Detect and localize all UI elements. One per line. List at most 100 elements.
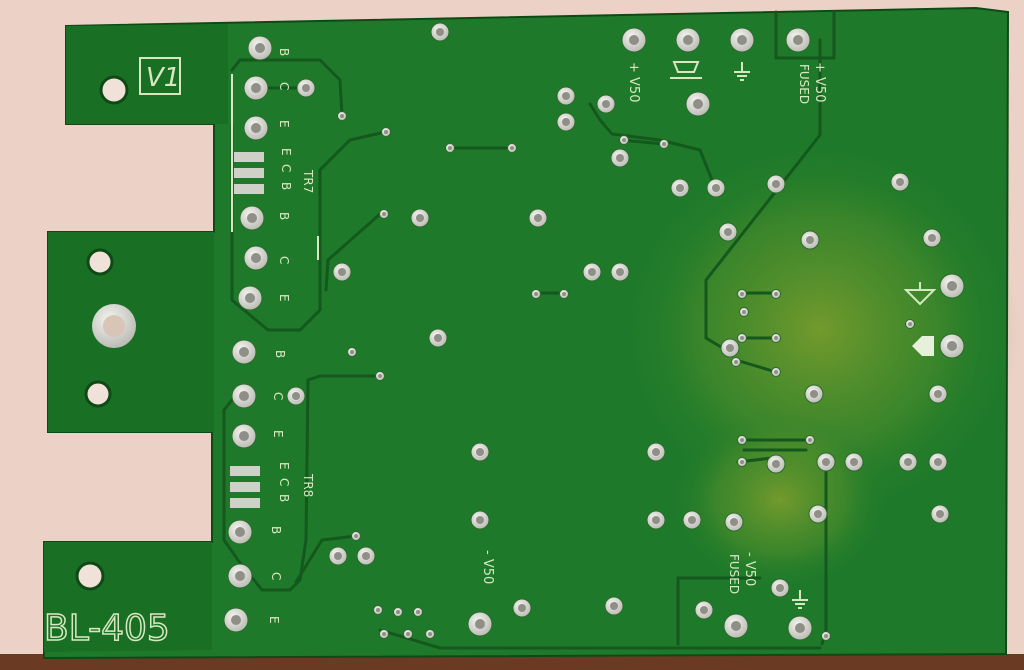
- via-hole: [350, 350, 354, 354]
- pad-hole: [616, 268, 624, 276]
- pad-hole: [610, 602, 618, 610]
- via-hole: [774, 292, 778, 296]
- pad-hole: [896, 178, 904, 186]
- pos-v50-fused-label: + V50: [812, 62, 827, 102]
- large-pad-hole: [693, 99, 703, 109]
- via-hole: [376, 608, 380, 612]
- pad-hole: [338, 268, 346, 276]
- via-hole: [384, 130, 388, 134]
- via-hole: [382, 212, 386, 216]
- pad-hole: [334, 552, 342, 560]
- pad-hole: [476, 448, 484, 456]
- pad-hole: [676, 184, 684, 192]
- board-glow-2: [670, 410, 890, 590]
- via-hole: [808, 438, 812, 442]
- large-pad-hole: [239, 391, 249, 401]
- pin-c-3: C: [277, 256, 291, 264]
- pin-b-3: B: [277, 212, 291, 220]
- pos-v50-label: + V50: [626, 62, 641, 102]
- via-hole: [378, 374, 382, 378]
- pad-hole: [776, 584, 784, 592]
- mounting-holes: [75, 75, 136, 591]
- via-hole: [824, 634, 828, 638]
- ground-symbol-icon: [792, 590, 808, 609]
- large-pad-hole: [795, 623, 805, 633]
- pin-e-4: E: [271, 430, 285, 438]
- pin-b-6: B: [269, 526, 283, 534]
- pad-hole: [562, 92, 570, 100]
- large-pad-hole: [239, 431, 249, 441]
- pad-hole: [416, 214, 424, 222]
- arrow-left-icon: [912, 336, 934, 356]
- pin-c-5: C: [277, 478, 291, 486]
- silkscreen-text: V1 BL-405 TR7 TR8 B C E E C B B C E B C …: [43, 48, 827, 650]
- via-hole: [740, 292, 744, 296]
- pad-hole: [700, 606, 708, 614]
- pad-hole: [534, 214, 542, 222]
- large-pad-hole: [235, 571, 245, 581]
- via-hole: [534, 292, 538, 296]
- large-pad-hole: [231, 615, 241, 625]
- pad-hole: [772, 180, 780, 188]
- large-pad-hole: [251, 253, 261, 263]
- ground-symbol-icon: [903, 282, 937, 306]
- speaker-symbol-icon: [670, 61, 702, 79]
- via-hole: [382, 632, 386, 636]
- pad-hole: [602, 100, 610, 108]
- pad-hole: [436, 28, 444, 36]
- board-label: BL-405: [44, 608, 170, 649]
- pads-group: [223, 22, 965, 641]
- fused-label-top: FUSED: [797, 64, 811, 104]
- via-hole: [510, 146, 514, 150]
- pad-hole: [434, 334, 442, 342]
- pad-hole: [810, 390, 818, 398]
- pad-hole: [302, 84, 310, 92]
- large-pad-hole: [247, 213, 257, 223]
- via-hole: [562, 292, 566, 296]
- via-hole: [908, 322, 912, 326]
- via-hole: [340, 114, 344, 118]
- pad-hole: [724, 228, 732, 236]
- via-hole: [622, 138, 626, 142]
- pad-hole: [806, 236, 814, 244]
- pad-hole: [936, 510, 944, 518]
- pad-hole: [476, 516, 484, 524]
- pin-c-1: C: [277, 82, 291, 90]
- pad-hole: [688, 516, 696, 524]
- pin-e-5: E: [277, 462, 291, 470]
- transistor-pads: [230, 152, 264, 508]
- pin-b-2: B: [279, 182, 293, 190]
- pad-hole: [904, 458, 912, 466]
- fused-label-bottom: FUSED: [727, 554, 741, 594]
- pad-hole: [814, 510, 822, 518]
- large-pad-hole: [255, 43, 265, 53]
- large-pad-hole: [683, 35, 693, 45]
- pad-hole: [934, 390, 942, 398]
- pad-hole: [292, 392, 300, 400]
- large-pad-hole: [251, 83, 261, 93]
- pad-hole: [362, 552, 370, 560]
- traces: [222, 10, 836, 650]
- pin-c-4: C: [271, 392, 285, 400]
- large-pad-hole: [737, 35, 747, 45]
- large-pad-hole: [947, 281, 957, 291]
- large-pad-hole: [475, 619, 485, 629]
- via-hole: [740, 336, 744, 340]
- silk-outlines: [139, 57, 319, 260]
- via-hole: [774, 336, 778, 340]
- large-pad-hole: [947, 341, 957, 351]
- via-hole: [742, 310, 746, 314]
- pin-e-6: E: [267, 616, 281, 624]
- pin-c-2: C: [279, 164, 293, 172]
- pin-e-3: E: [277, 294, 291, 302]
- via-hole: [662, 142, 666, 146]
- large-pad-hole: [793, 35, 803, 45]
- pad-hole: [652, 516, 660, 524]
- large-pad-hole: [235, 527, 245, 537]
- via-hole: [416, 610, 420, 614]
- pin-e-2: E: [279, 148, 293, 156]
- large-pad-hole: [239, 347, 249, 357]
- via-hole: [428, 632, 432, 636]
- pad-hole: [772, 460, 780, 468]
